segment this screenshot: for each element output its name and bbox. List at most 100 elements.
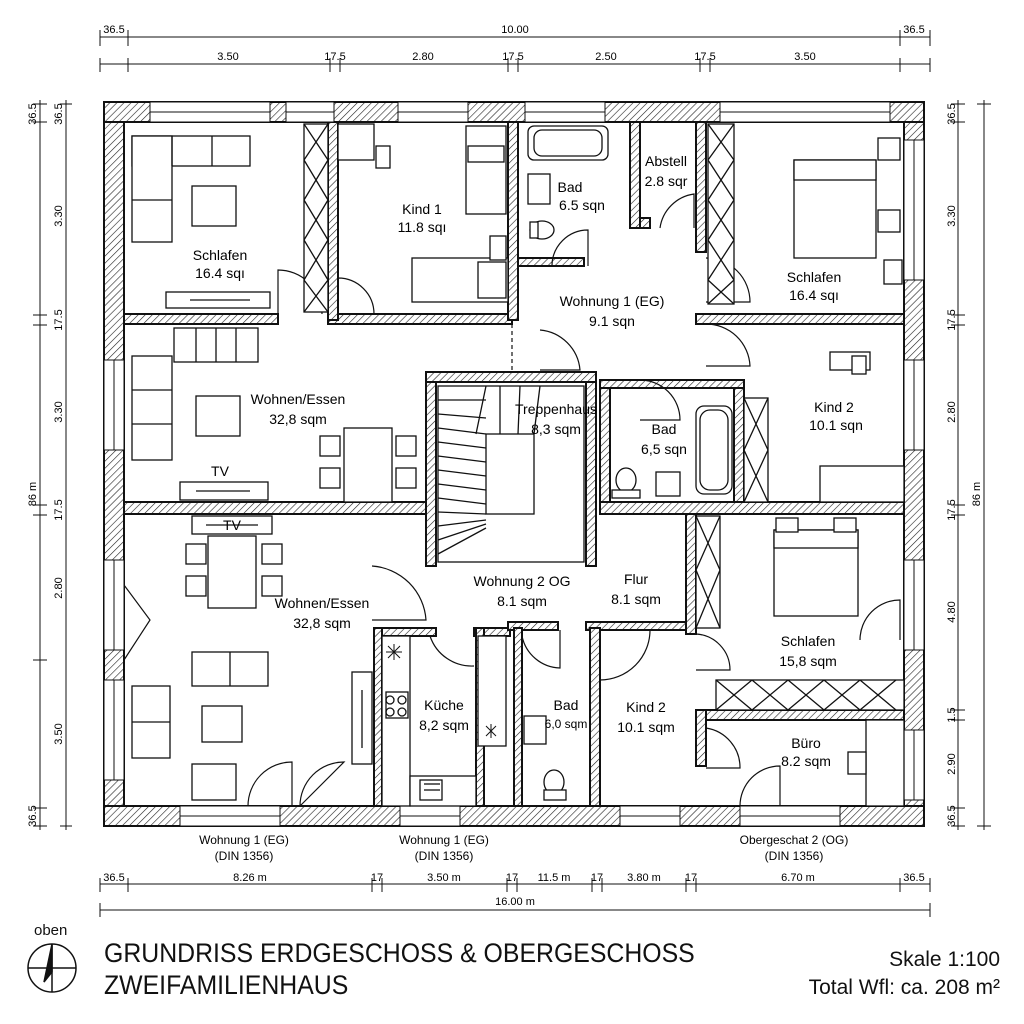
dim-top2-b: 17.5 xyxy=(324,51,345,63)
dim-left-h: 3.50 xyxy=(53,723,65,744)
dim-left-c: 3.30 xyxy=(53,205,65,226)
room-kind-1-name: Kind 1 xyxy=(402,201,442,217)
dim-right-i: 36.5 xyxy=(946,805,958,826)
dim-left-a: 36.5 xyxy=(27,103,39,124)
dim-top2-d: 17.5 xyxy=(502,51,523,63)
room-treppenhaus-name: Treppenhaus xyxy=(515,401,597,417)
room-bad-2-name: Bad xyxy=(652,421,677,437)
room-schlafen-2-name: Schlafen xyxy=(787,269,841,285)
zone-label-3a: Obergeschat 2 (OG) xyxy=(740,833,849,847)
dim-right-b: 3.30 xyxy=(946,205,958,226)
dim-top2-a: 3.50 xyxy=(217,51,238,63)
dim-left-e: 3.30 xyxy=(53,401,65,422)
dim-left-i: 36.5 xyxy=(27,805,39,826)
dimension-labels: 36.5 10.00 36.5 3.50 17.5 2.80 17.5 2.50… xyxy=(27,24,983,908)
scale-label: Skale 1:100 xyxy=(889,948,1000,971)
room-schlafen-2-area: 16.4 sqı xyxy=(789,287,839,303)
dim-top2-c: 2.80 xyxy=(412,51,433,63)
room-flur-area: 8.1 sqm xyxy=(611,591,661,607)
dim-left-f: 17.5 xyxy=(53,499,65,520)
dim-bottom-j: 6.70 m xyxy=(781,872,815,884)
room-kind-2a-area: 10.1 sqn xyxy=(809,417,863,433)
dim-right-c: 17.5 xyxy=(946,309,958,330)
dim-bottom-k: 36.5 xyxy=(903,872,924,884)
dim-left-b: 36.5 xyxy=(53,103,65,124)
dim-right-a: 36.5 xyxy=(946,103,958,124)
dim-top2-f: 17.5 xyxy=(694,51,715,63)
room-kind-1-area: 11.8 sqı xyxy=(398,219,447,235)
dim-top-right: 36.5 xyxy=(903,24,924,36)
dim-top2-g: 3.50 xyxy=(794,51,815,63)
room-bad-3-name: Bad xyxy=(554,697,579,713)
dim-right-g: 1.5 xyxy=(946,707,958,722)
north-arrow-icon xyxy=(27,943,77,993)
dim-bottom-a: 36.5 xyxy=(103,872,124,884)
north-label: oben xyxy=(34,922,68,939)
room-wohnen-1-area: 32,8 sqm xyxy=(269,411,327,427)
dim-bottom-g: 17 xyxy=(591,872,603,884)
room-kueche-area: 8,2 sqm xyxy=(419,717,469,733)
dim-left-d: 17.5 xyxy=(53,309,65,330)
room-schlafen-1-name: Schlafen xyxy=(193,247,247,263)
zone-label-3b: (DIN 1356) xyxy=(765,849,824,863)
dim-bottom-total: 16.00 m xyxy=(495,896,535,908)
room-wohnen-2-name: Wohnen/Essen xyxy=(275,595,370,611)
room-buero-name: Büro xyxy=(791,735,821,751)
dim-bottom-b: 8.26 m xyxy=(233,872,267,884)
room-wohnung-2-name: Wohnung 2 OG xyxy=(473,573,570,589)
room-wohnung-1-name: Wohnung 1 (EG) xyxy=(560,293,665,309)
dim-top-total: 10.00 xyxy=(501,24,529,36)
dim-right-d: 2.80 xyxy=(946,401,958,422)
dim-bottom-i: 17 xyxy=(685,872,697,884)
room-kind-2a-name: Kind 2 xyxy=(814,399,854,415)
room-wohnen-1-name: Wohnen/Essen xyxy=(251,391,346,407)
room-labels: Schlafen 16.4 sqı Kind 1 11.8 sqı Bad 6.… xyxy=(193,153,863,769)
dim-right-f: 4.80 xyxy=(946,601,958,622)
room-schlafen-1-area: 16.4 sqı xyxy=(195,265,245,281)
room-bad-2-area: 6,5 sqn xyxy=(641,441,687,457)
dim-left-g: 2.80 xyxy=(53,577,65,598)
dim-bottom-e: 17 xyxy=(506,872,518,884)
room-bad-1-name: Bad xyxy=(558,179,583,195)
room-kind-2b-name: Kind 2 xyxy=(626,699,666,715)
dim-bottom-f: 11.5 m xyxy=(538,872,571,884)
room-wohnen-2-area: 32,8 sqm xyxy=(293,615,351,631)
zone-label-2b: (DIN 1356) xyxy=(415,849,474,863)
dim-top2-e: 2.50 xyxy=(595,51,616,63)
drawing-subtitle: ZWEIFAMILIENHAUS xyxy=(104,970,349,1000)
tv-label-2: TV xyxy=(223,517,242,533)
room-wohnung-2-area: 8.1 sqm xyxy=(497,593,547,609)
dim-left-total: 86 m xyxy=(27,482,39,506)
room-bad-1-area: 6.5 sqn xyxy=(559,197,605,213)
dim-bottom-d: 3.50 m xyxy=(427,872,461,884)
room-treppenhaus-area: 8,3 sqm xyxy=(531,421,581,437)
dim-bottom-h: 3.80 m xyxy=(627,872,661,884)
room-kueche-name: Küche xyxy=(424,697,464,713)
dim-top-left: 36.5 xyxy=(103,24,124,36)
doors xyxy=(123,193,901,807)
room-wohnung-1-area: 9.1 sqn xyxy=(589,313,635,329)
drawing-title: GRUNDRISS ERDGESCHOSS & OBERGESCHOSS xyxy=(104,938,695,968)
dim-right-h: 2.90 xyxy=(946,753,958,774)
tv-label-1: TV xyxy=(211,463,230,479)
room-schlafen-3-name: Schlafen xyxy=(781,633,835,649)
kitchen-symbols xyxy=(386,644,497,738)
total-area-label: Total Wfl: ca. 208 m² xyxy=(808,976,1000,999)
room-abstell-name: Abstell xyxy=(645,153,687,169)
dim-right-total: 86 m xyxy=(971,482,983,506)
zone-label-1a: Wohnung 1 (EG) xyxy=(199,833,289,847)
dim-right-e: 17.5 xyxy=(946,499,958,520)
room-flur-name: Flur xyxy=(624,571,648,587)
zone-labels: Wohnung 1 (EG) (DIN 1356) Wohnung 1 (EG)… xyxy=(199,833,848,863)
room-buero-area: 8.2 sqm xyxy=(781,753,831,769)
zone-label-1b: (DIN 1356) xyxy=(215,849,274,863)
dimension-lines xyxy=(33,30,991,917)
room-schlafen-3-area: 15,8 sqm xyxy=(779,653,837,669)
room-kind-2b-area: 10.1 sqm xyxy=(617,719,675,735)
room-bad-3-area: 6,0 sqm xyxy=(545,717,588,731)
zone-label-2a: Wohnung 1 (EG) xyxy=(399,833,489,847)
furniture xyxy=(131,123,905,807)
room-abstell-area: 2.8 sqr xyxy=(645,173,688,189)
dim-bottom-c: 17 xyxy=(371,872,383,884)
